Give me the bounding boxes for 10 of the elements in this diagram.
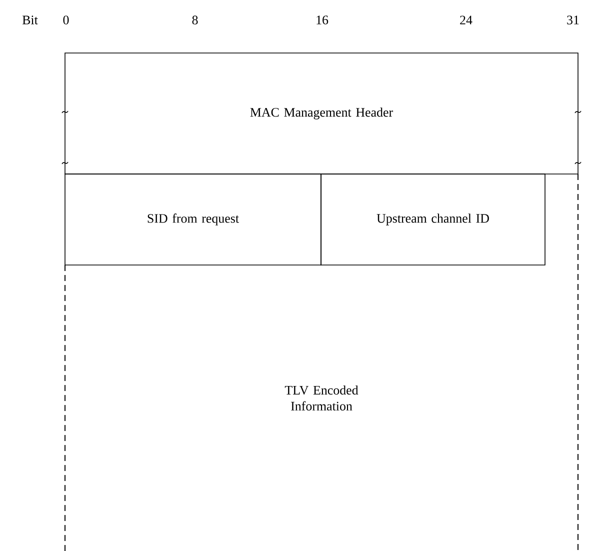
bit-number: 16 (316, 16, 328, 24)
bit-number: 31 (567, 16, 579, 24)
bit-number: 8 (192, 16, 198, 24)
field-box: MAC Management Header (64, 52, 578, 174)
field-text: TLV Encoded Information (284, 385, 358, 411)
field-box: SID from request (64, 174, 322, 266)
field-box: Upstream channel ID (320, 174, 546, 266)
bit-number: 24 (460, 16, 472, 24)
bit-label: Bit (22, 16, 38, 24)
bit-number: 0 (63, 16, 69, 24)
